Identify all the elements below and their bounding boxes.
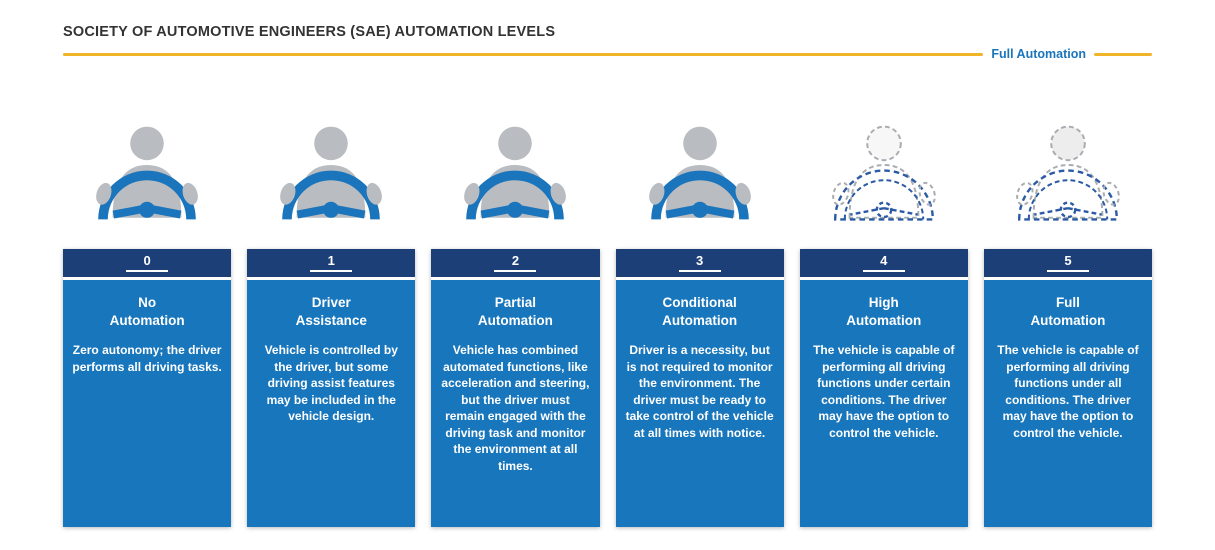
level-title: Full Automation — [1030, 295, 1106, 328]
level-card-body: No Automation Zero autonomy; the driver … — [63, 280, 232, 527]
level-card: 0 No Automation Zero autonomy; the drive… — [63, 249, 232, 527]
number-underline — [494, 270, 537, 272]
level-card: 2 Partial Automation Vehicle has combine… — [431, 249, 600, 527]
level-card-header: 1 — [247, 249, 416, 280]
number-underline — [1046, 270, 1089, 272]
level-number: 5 — [1064, 253, 1072, 268]
level-card-header: 3 — [615, 249, 784, 280]
number-underline — [678, 270, 721, 272]
level-number: 4 — [880, 253, 888, 268]
driver-steering-wheel-icon — [616, 99, 784, 221]
level-column-3: 3 Conditional Automation Driver is a nec… — [615, 99, 784, 527]
level-column-5: 5 Full Automation The vehicle is capable… — [983, 99, 1153, 527]
number-underline — [126, 270, 169, 272]
page-title: SOCIETY OF AUTOMOTIVE ENGINEERS (SAE) AU… — [63, 24, 556, 40]
rule-label: Full Automation — [991, 47, 1086, 61]
level-column-0: 0 No Automation Zero autonomy; the drive… — [63, 99, 232, 527]
level-column-1: 1 Driver Assistance Vehicle is controlle… — [247, 99, 416, 527]
level-column-2: 2 Partial Automation Vehicle has combine… — [431, 99, 600, 527]
level-card-body: Driver Assistance Vehicle is controlled … — [247, 280, 416, 527]
level-number: 1 — [327, 253, 335, 268]
level-card-body: Conditional Automation Driver is a neces… — [615, 280, 784, 527]
level-description: Driver is a necessity, but is not requir… — [625, 343, 774, 440]
level-card-header: 5 — [983, 249, 1153, 280]
level-number: 0 — [143, 253, 151, 268]
yellow-rule-short — [1094, 52, 1152, 56]
driver-steering-wheel-dashed-icon — [800, 99, 968, 221]
level-title: No Automation — [109, 295, 185, 328]
yellow-rule-long — [63, 52, 984, 56]
level-description: Vehicle is controlled by the driver, but… — [264, 343, 398, 424]
level-description: Zero autonomy; the driver performs all d… — [72, 343, 222, 374]
level-card: 1 Driver Assistance Vehicle is controlle… — [247, 249, 416, 527]
driver-steering-wheel-icon — [431, 99, 599, 221]
level-title: Driver Assistance — [295, 295, 367, 328]
level-title: High Automation — [846, 295, 922, 328]
level-number: 3 — [695, 253, 704, 268]
levels-row: 0 No Automation Zero autonomy; the drive… — [63, 99, 1153, 527]
level-card-body: Partial Automation Vehicle has combined … — [431, 280, 600, 527]
level-column-4: 4 High Automation The vehicle is capable… — [799, 99, 968, 527]
driver-steering-wheel-dashed-icon — [984, 99, 1152, 221]
level-card: 5 Full Automation The vehicle is capable… — [983, 249, 1153, 527]
level-description: Vehicle has combined automated functions… — [441, 343, 590, 473]
level-description: The vehicle is capable of performing all… — [813, 343, 955, 440]
header-rule: Full Automation — [63, 47, 1152, 61]
level-card-body: High Automation The vehicle is capable o… — [799, 280, 968, 527]
driver-steering-wheel-icon — [63, 99, 231, 221]
level-card-header: 4 — [799, 249, 968, 280]
number-underline — [310, 270, 353, 272]
level-card-header: 0 — [63, 249, 232, 280]
level-card: 3 Conditional Automation Driver is a nec… — [615, 249, 784, 527]
level-title: Partial Automation — [477, 295, 553, 328]
level-title: Conditional Automation — [662, 295, 738, 328]
driver-steering-wheel-icon — [247, 99, 415, 221]
level-card: 4 High Automation The vehicle is capable… — [799, 249, 968, 527]
number-underline — [862, 270, 905, 272]
sae-automation-levels-infographic: SOCIETY OF AUTOMOTIVE ENGINEERS (SAE) AU… — [63, 24, 1153, 527]
level-description: The vehicle is capable of performing all… — [997, 343, 1139, 440]
level-card-header: 2 — [431, 249, 600, 280]
level-number: 2 — [511, 253, 520, 268]
level-card-body: Full Automation The vehicle is capable o… — [983, 280, 1153, 527]
